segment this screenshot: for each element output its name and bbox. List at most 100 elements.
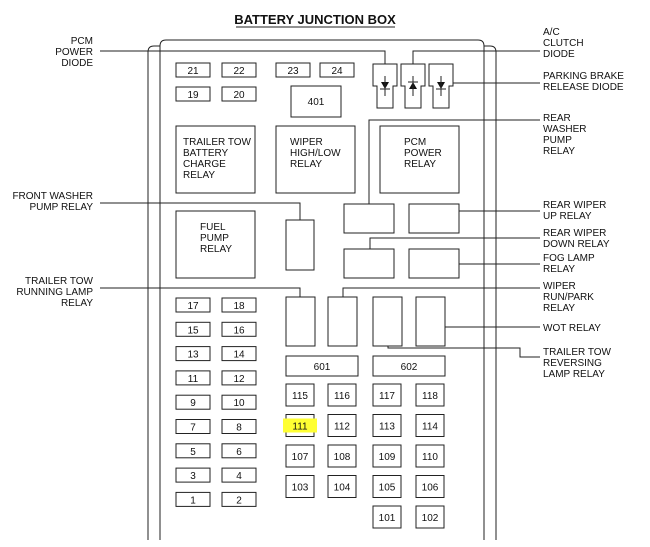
fuse-8 — [221, 419, 257, 434]
label-pcm-power-diode: DIODE — [61, 58, 93, 69]
junction-box-outline — [147, 39, 497, 540]
fuse-3 — [175, 467, 211, 483]
fuse-label: 116 — [334, 391, 350, 402]
fuse-21 — [175, 62, 211, 78]
fuse-118 — [415, 383, 445, 407]
relay-label: PCM — [404, 137, 426, 148]
label-trailer-tow-running-lamp-relay: RUNNING LAMP — [16, 287, 93, 298]
fuse-105 — [372, 475, 402, 498]
fuse-7 — [175, 419, 211, 434]
fuse-103 — [285, 475, 315, 498]
fuse-label: 19 — [187, 90, 199, 101]
relay-label: PUMP — [200, 233, 229, 244]
fuse-label: 102 — [422, 513, 439, 524]
relay-label: WIPER — [290, 137, 323, 148]
diagram-title: BATTERY JUNCTION BOX — [234, 12, 396, 27]
fuse-label: 16 — [233, 325, 245, 336]
fuse-12 — [221, 370, 257, 386]
rear-wiper-up-relay — [408, 203, 460, 234]
fuse-22 — [221, 62, 257, 78]
fuse-6 — [221, 443, 257, 459]
diode-ac-clutch — [400, 63, 426, 109]
fuse-label: 21 — [187, 66, 199, 77]
fuse-label: 1 — [190, 495, 196, 506]
fuse-2 — [221, 491, 257, 507]
wiper-high-low-relay — [275, 125, 356, 194]
fuse-label: 9 — [190, 398, 196, 409]
label-wiper-run-park-relay: WIPER — [543, 281, 576, 292]
fuse-label: 10 — [233, 398, 245, 409]
wot-relay — [415, 296, 446, 347]
fuse-label: 4 — [236, 471, 242, 482]
trailer-tow-battery-charge-relay — [175, 125, 256, 194]
fuse-108 — [327, 444, 357, 468]
rear-washer-pump-relay — [343, 203, 395, 234]
fog-lamp-relay — [408, 248, 460, 279]
label-ac-clutch-diode: A/C — [543, 27, 560, 38]
fuse-23 — [275, 62, 311, 78]
relay-label: RELAY — [183, 170, 215, 181]
fuse-label: 101 — [379, 513, 396, 524]
label-fog-lamp-relay: FOG LAMP — [543, 253, 595, 264]
fuse-label: 111 — [292, 422, 308, 433]
fuse-label: 110 — [422, 452, 438, 463]
fuse-label: 23 — [287, 66, 299, 77]
fuse-5 — [175, 443, 211, 459]
label-trailer-tow-running-lamp-relay: TRAILER TOW — [25, 276, 94, 287]
fuse-1 — [175, 491, 211, 507]
fuse-20 — [221, 86, 257, 102]
relay-label: RELAY — [200, 244, 232, 255]
fuse-label: 3 — [190, 471, 196, 482]
relay-label: FUEL — [200, 222, 226, 233]
fuse-label: 118 — [422, 391, 438, 402]
fuse-label: 12 — [233, 374, 245, 385]
fuse-label: 15 — [187, 325, 199, 336]
relay-label: BATTERY — [183, 148, 229, 159]
fuse-label: 8 — [236, 423, 242, 434]
label-fog-lamp-relay: RELAY — [543, 264, 575, 275]
fuse-113 — [372, 414, 402, 437]
label-rear-washer-pump-relay: WASHER — [543, 124, 587, 135]
label-rear-wiper-down-relay: DOWN RELAY — [543, 239, 610, 250]
label-trailer-tow-running-lamp-relay: RELAY — [61, 298, 93, 309]
label-pcm-power-diode: POWER — [55, 47, 93, 58]
fuse-highlight — [283, 418, 317, 433]
label-wiper-run-park-relay: RUN/PARK — [543, 292, 594, 303]
diode-parking-brake-release — [428, 63, 454, 109]
label-rear-wiper-up-relay: UP RELAY — [543, 211, 592, 222]
fuse-16 — [221, 321, 257, 337]
fuse-label: 115 — [292, 391, 308, 402]
fuse-label: 114 — [422, 422, 438, 433]
fuse-label: 14 — [233, 350, 245, 361]
callout-line — [412, 50, 540, 64]
fuse-label: 7 — [190, 423, 196, 434]
callout-line — [100, 287, 301, 297]
fuse-102 — [415, 505, 445, 529]
fuse-label: 104 — [334, 483, 351, 494]
fuse-label: 20 — [233, 90, 245, 101]
fuse-101 — [372, 505, 402, 529]
wiper-run-park-relay — [327, 296, 358, 347]
fuse-13 — [175, 346, 211, 362]
label-rear-wiper-up-relay: REAR WIPER — [543, 200, 606, 211]
fuel-pump-relay — [175, 210, 256, 279]
fuse-18 — [221, 297, 257, 313]
relay-label: POWER — [404, 148, 442, 159]
fuse-116 — [327, 383, 357, 407]
fuse-label: 22 — [233, 66, 245, 77]
label-wot-relay: WOT RELAY — [543, 323, 601, 334]
fuse-4 — [221, 467, 257, 483]
cartridge-602 — [372, 355, 446, 377]
fuse-15 — [175, 321, 211, 337]
fuse-label: 602 — [401, 362, 418, 373]
fuse-label: 109 — [379, 452, 396, 463]
callout-line — [368, 119, 540, 204]
callout-line — [369, 237, 540, 249]
label-rear-wiper-down-relay: REAR WIPER — [543, 228, 606, 239]
front-washer-pump-relay — [285, 219, 315, 271]
fuse-110 — [415, 444, 445, 468]
fuse-label: 401 — [308, 97, 325, 108]
label-rear-washer-pump-relay: PUMP — [543, 135, 572, 146]
label-front-washer-pump-relay: PUMP RELAY — [29, 202, 93, 213]
callout-line — [100, 50, 386, 64]
